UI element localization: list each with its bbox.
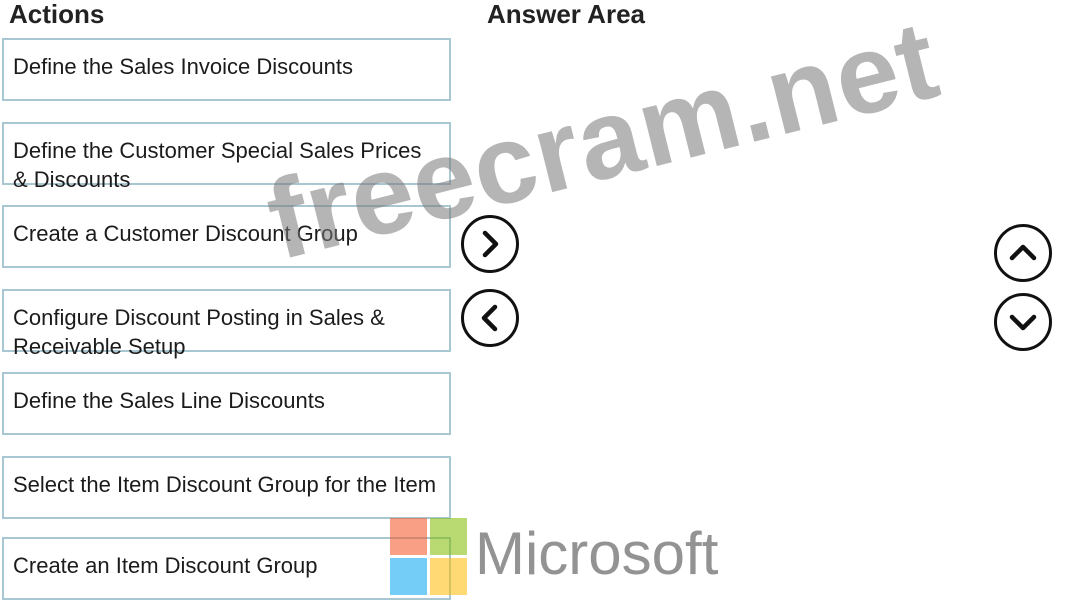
action-item-create-customer-discount-group[interactable]: Create a Customer Discount Group (2, 205, 451, 268)
chevron-left-icon (481, 304, 498, 332)
chevron-down-icon (1009, 314, 1037, 331)
chevron-up-icon (1009, 244, 1037, 261)
answer-area-heading: Answer Area (487, 0, 645, 29)
move-down-button[interactable] (994, 293, 1052, 351)
action-item-create-item-discount-group[interactable]: Create an Item Discount Group (2, 537, 451, 600)
move-up-button[interactable] (994, 224, 1052, 282)
actions-list: Define the Sales Invoice Discounts Defin… (0, 0, 470, 602)
move-right-button[interactable] (461, 215, 519, 273)
microsoft-watermark-text: Microsoft (475, 520, 719, 587)
action-item-define-sales-invoice-discounts[interactable]: Define the Sales Invoice Discounts (2, 38, 451, 101)
action-item-configure-discount-posting[interactable]: Configure Discount Posting in Sales & Re… (2, 289, 451, 359)
action-item-select-item-discount-group[interactable]: Select the Item Discount Group for the I… (2, 456, 451, 519)
actions-heading: Actions (9, 0, 105, 29)
move-left-button[interactable] (461, 289, 519, 347)
action-item-define-sales-line-discounts[interactable]: Define the Sales Line Discounts (2, 372, 451, 435)
chevron-right-icon (482, 230, 499, 258)
action-item-define-customer-special-prices[interactable]: Define the Customer Special Sales Prices… (2, 122, 451, 192)
